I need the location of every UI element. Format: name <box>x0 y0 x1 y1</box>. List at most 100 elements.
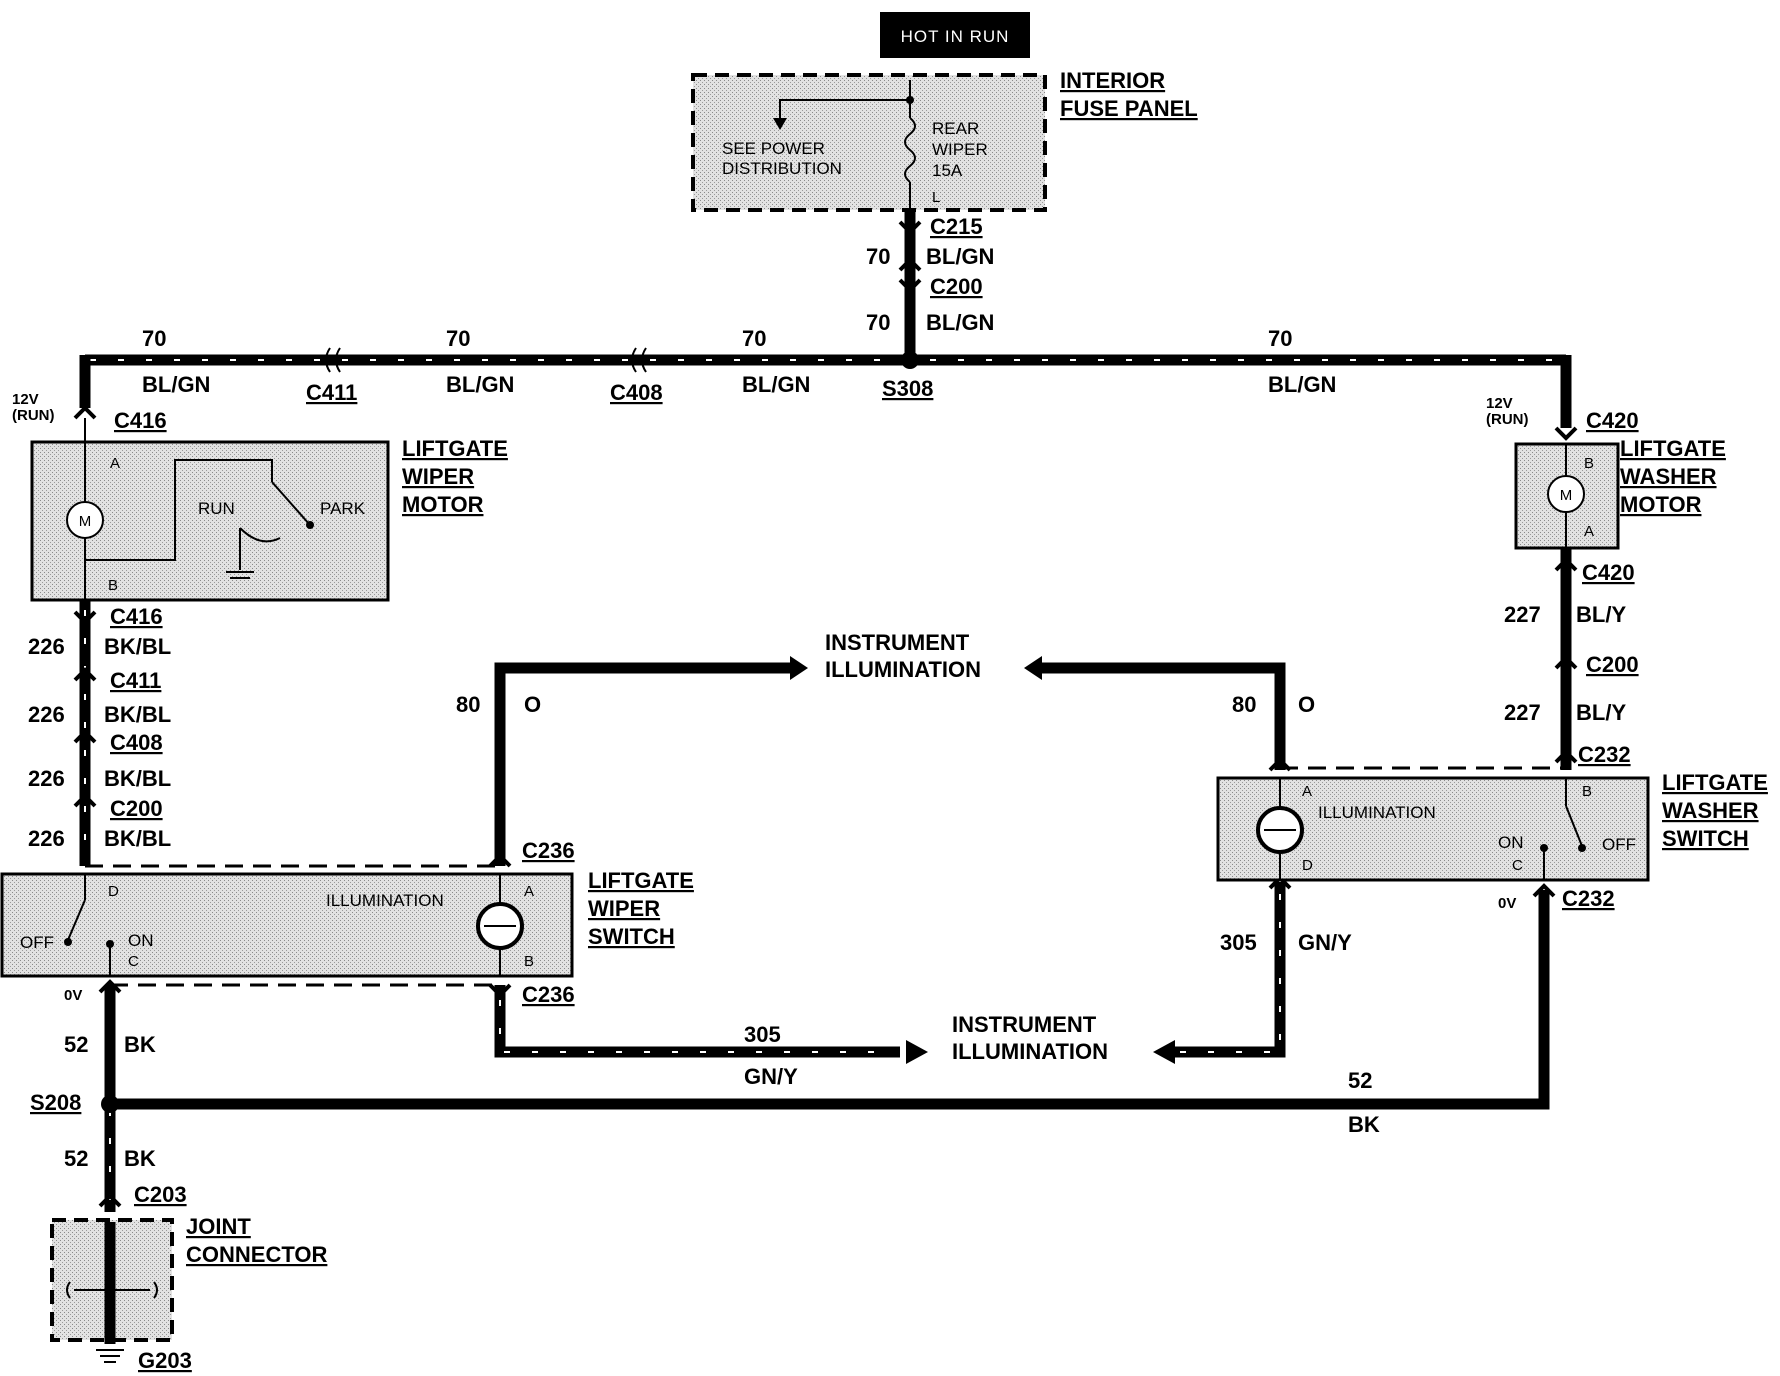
label-70-b: 70 <box>866 310 890 335</box>
label-0v-right: 0V <box>1498 895 1516 912</box>
label-305-right: 305 <box>1220 930 1257 955</box>
liftgate-wiper-switch: D C OFF ON ILLUMINATION A B <box>0 864 574 987</box>
wiper-motor-label-3: MOTOR <box>402 492 484 517</box>
label-70-d: 70 <box>446 326 470 351</box>
washer-motor-symbol: M <box>1560 487 1573 504</box>
label-c232-bottom: C232 <box>1562 886 1615 911</box>
wiper-motor-run: RUN <box>198 499 235 518</box>
washer-switch-pin-b: B <box>1582 783 1592 800</box>
see-power-line1: SEE POWER <box>722 139 825 158</box>
washer-motor-label-1: LIFTGATE <box>1620 436 1726 461</box>
wiper-switch-off: OFF <box>20 933 54 952</box>
wiper-motor-label-1: LIFTGATE <box>402 436 508 461</box>
label-52-c: 52 <box>1348 1068 1372 1093</box>
vertical-connector-symbols <box>73 220 1578 1208</box>
label-226-b: 226 <box>28 702 65 727</box>
label-blgn-5: BL/GN <box>742 372 810 397</box>
label-bk-a: BK <box>124 1032 156 1057</box>
joint-connector-label-1: JOINT <box>186 1214 251 1239</box>
arrow-right-icon <box>1024 656 1042 680</box>
wiper-motor-park: PARK <box>320 499 366 518</box>
hot-in-run-text: HOT IN RUN <box>901 27 1010 46</box>
label-o-left: O <box>524 692 541 717</box>
wiper-switch-illumination: ILLUMINATION <box>326 891 444 910</box>
label-12v-right: 12V <box>1486 395 1513 412</box>
wires <box>79 212 1572 1212</box>
wiper-switch-label-3: SWITCH <box>588 924 675 949</box>
instrument-illumination-bottom-2: ILLUMINATION <box>952 1039 1108 1064</box>
arrow-right-305-icon <box>906 1040 928 1064</box>
fuse-label-line1: REAR <box>932 119 979 138</box>
label-gny-bottom: GN/Y <box>744 1064 798 1089</box>
washer-switch-label-2: WASHER <box>1662 798 1759 823</box>
label-bkbl-1: BK/BL <box>104 634 171 659</box>
label-c215: C215 <box>930 214 983 239</box>
label-gny-right: GN/Y <box>1298 930 1352 955</box>
instrument-illumination-bottom-1: INSTRUMENT <box>952 1012 1097 1037</box>
label-c200-left: C200 <box>110 796 163 821</box>
label-bkbl-2: BK/BL <box>104 702 171 727</box>
label-c200-top: C200 <box>930 274 983 299</box>
joint-connector <box>50 1218 174 1363</box>
label-70-f: 70 <box>1268 326 1292 351</box>
liftgate-washer-motor: M B A <box>1514 442 1620 550</box>
label-305-bottom: 305 <box>744 1022 781 1047</box>
label-bk-b: BK <box>124 1146 156 1171</box>
label-227-b: 227 <box>1504 700 1541 725</box>
label-12v-left: 12V <box>12 391 39 408</box>
label-c408-left: C408 <box>110 730 163 755</box>
label-bk-c: BK <box>1348 1112 1380 1137</box>
washer-switch-pin-d: D <box>1302 857 1313 874</box>
fuse-panel-name-1: INTERIOR <box>1060 68 1165 93</box>
washer-switch-off: OFF <box>1602 835 1636 854</box>
label-c236-bottom: C236 <box>522 982 575 1007</box>
washer-switch-pin-c: C <box>1512 857 1523 874</box>
connector-c408-symbol <box>631 347 647 373</box>
label-c232-top: C232 <box>1578 742 1631 767</box>
washer-switch-label-3: SWITCH <box>1662 826 1749 851</box>
connector-c411-symbol <box>325 347 341 373</box>
wiper-motor-pin-a: A <box>110 455 120 472</box>
label-bkbl-3: BK/BL <box>104 766 171 791</box>
label-80-right: 80 <box>1232 692 1256 717</box>
label-bkbl-4: BK/BL <box>104 826 171 851</box>
label-run-left: (RUN) <box>12 407 55 424</box>
label-c236-top: C236 <box>522 838 575 863</box>
hot-in-run-badge: HOT IN RUN <box>880 12 1030 58</box>
label-c420-top: C420 <box>1586 408 1639 433</box>
label-blgn-1: BL/GN <box>926 244 994 269</box>
washer-switch-label-1: LIFTGATE <box>1662 770 1768 795</box>
washer-motor-label-2: WASHER <box>1620 464 1717 489</box>
label-c416-bottom: C416 <box>110 604 163 629</box>
label-226-a: 226 <box>28 634 65 659</box>
wiper-switch-pin-a: A <box>524 883 534 900</box>
label-52-b: 52 <box>64 1146 88 1171</box>
interior-fuse-panel: SEE POWER DISTRIBUTION REAR WIPER 15A L <box>691 73 1047 212</box>
label-c416-top: C416 <box>114 408 167 433</box>
instrument-illumination-top-1: INSTRUMENT <box>825 630 970 655</box>
instrument-illumination-top-2: ILLUMINATION <box>825 657 981 682</box>
wiper-switch-label-2: WIPER <box>588 896 660 921</box>
label-0v-left: 0V <box>64 987 82 1004</box>
arrow-left-305-icon <box>1153 1040 1175 1064</box>
joint-connector-label-2: CONNECTOR <box>186 1242 327 1267</box>
label-bly-2: BL/Y <box>1576 700 1626 725</box>
fuse-label-line2: WIPER <box>932 140 988 159</box>
wiper-motor-label-2: WIPER <box>402 464 474 489</box>
liftgate-washer-switch: A D ILLUMINATION B C ON OFF <box>1216 766 1650 882</box>
label-c200-right: C200 <box>1586 652 1639 677</box>
washer-switch-on: ON <box>1498 833 1524 852</box>
label-blgn-2: BL/GN <box>926 310 994 335</box>
label-c411-top: C411 <box>306 380 357 405</box>
wiper-switch-pin-c: C <box>128 953 139 970</box>
label-226-d: 226 <box>28 826 65 851</box>
fuse-label-line3: 15A <box>932 161 963 180</box>
wiper-switch-label-1: LIFTGATE <box>588 868 694 893</box>
label-227-a: 227 <box>1504 602 1541 627</box>
wiper-motor-pin-b: B <box>108 577 118 594</box>
washer-switch-pin-a: A <box>1302 783 1312 800</box>
label-226-c: 226 <box>28 766 65 791</box>
washer-motor-pin-a: A <box>1584 523 1594 540</box>
label-s208: S208 <box>30 1090 81 1115</box>
